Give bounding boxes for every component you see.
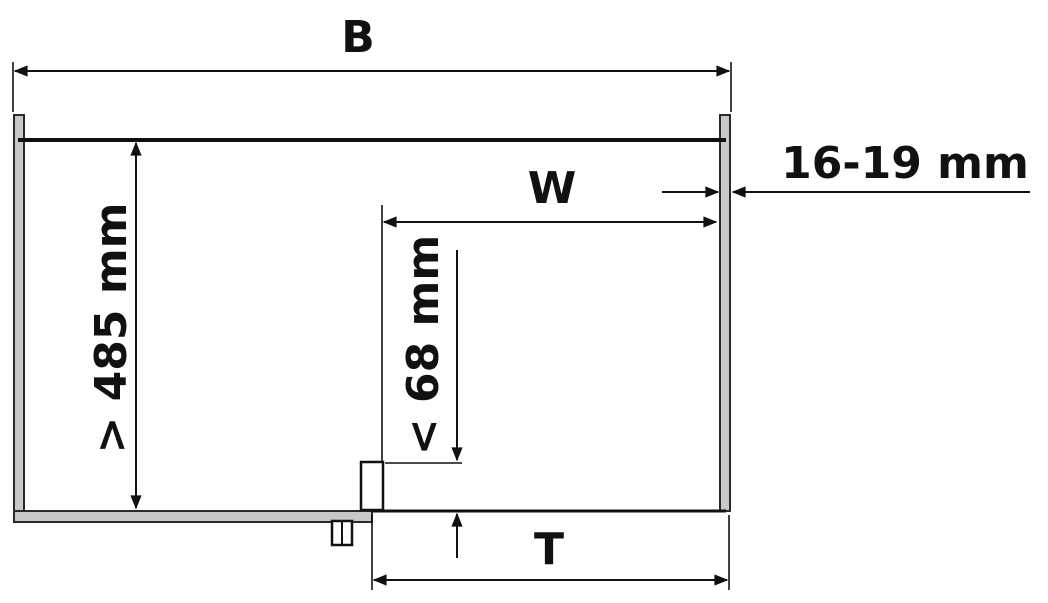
bottom-panel	[13, 510, 373, 523]
dimension-b: B	[12, 12, 732, 112]
t-label: T	[534, 524, 564, 575]
left-side-panel	[13, 114, 25, 516]
dimension-min-height: > 485 mm	[86, 141, 142, 510]
b-label: B	[341, 12, 375, 63]
thickness-label: 16-19 mm	[781, 138, 1029, 189]
dimension-max-height: < 68 mm	[385, 235, 463, 558]
min-height-label: > 485 mm	[86, 202, 137, 453]
dimension-w: W	[381, 163, 718, 462]
dimension-t: T	[371, 515, 730, 590]
right-side-panel	[719, 114, 731, 512]
hinge-block	[359, 460, 385, 512]
dimension-panel-thickness: 16-19 mm	[662, 138, 1030, 198]
max-height-label: < 68 mm	[398, 235, 449, 455]
w-label: W	[528, 163, 577, 214]
